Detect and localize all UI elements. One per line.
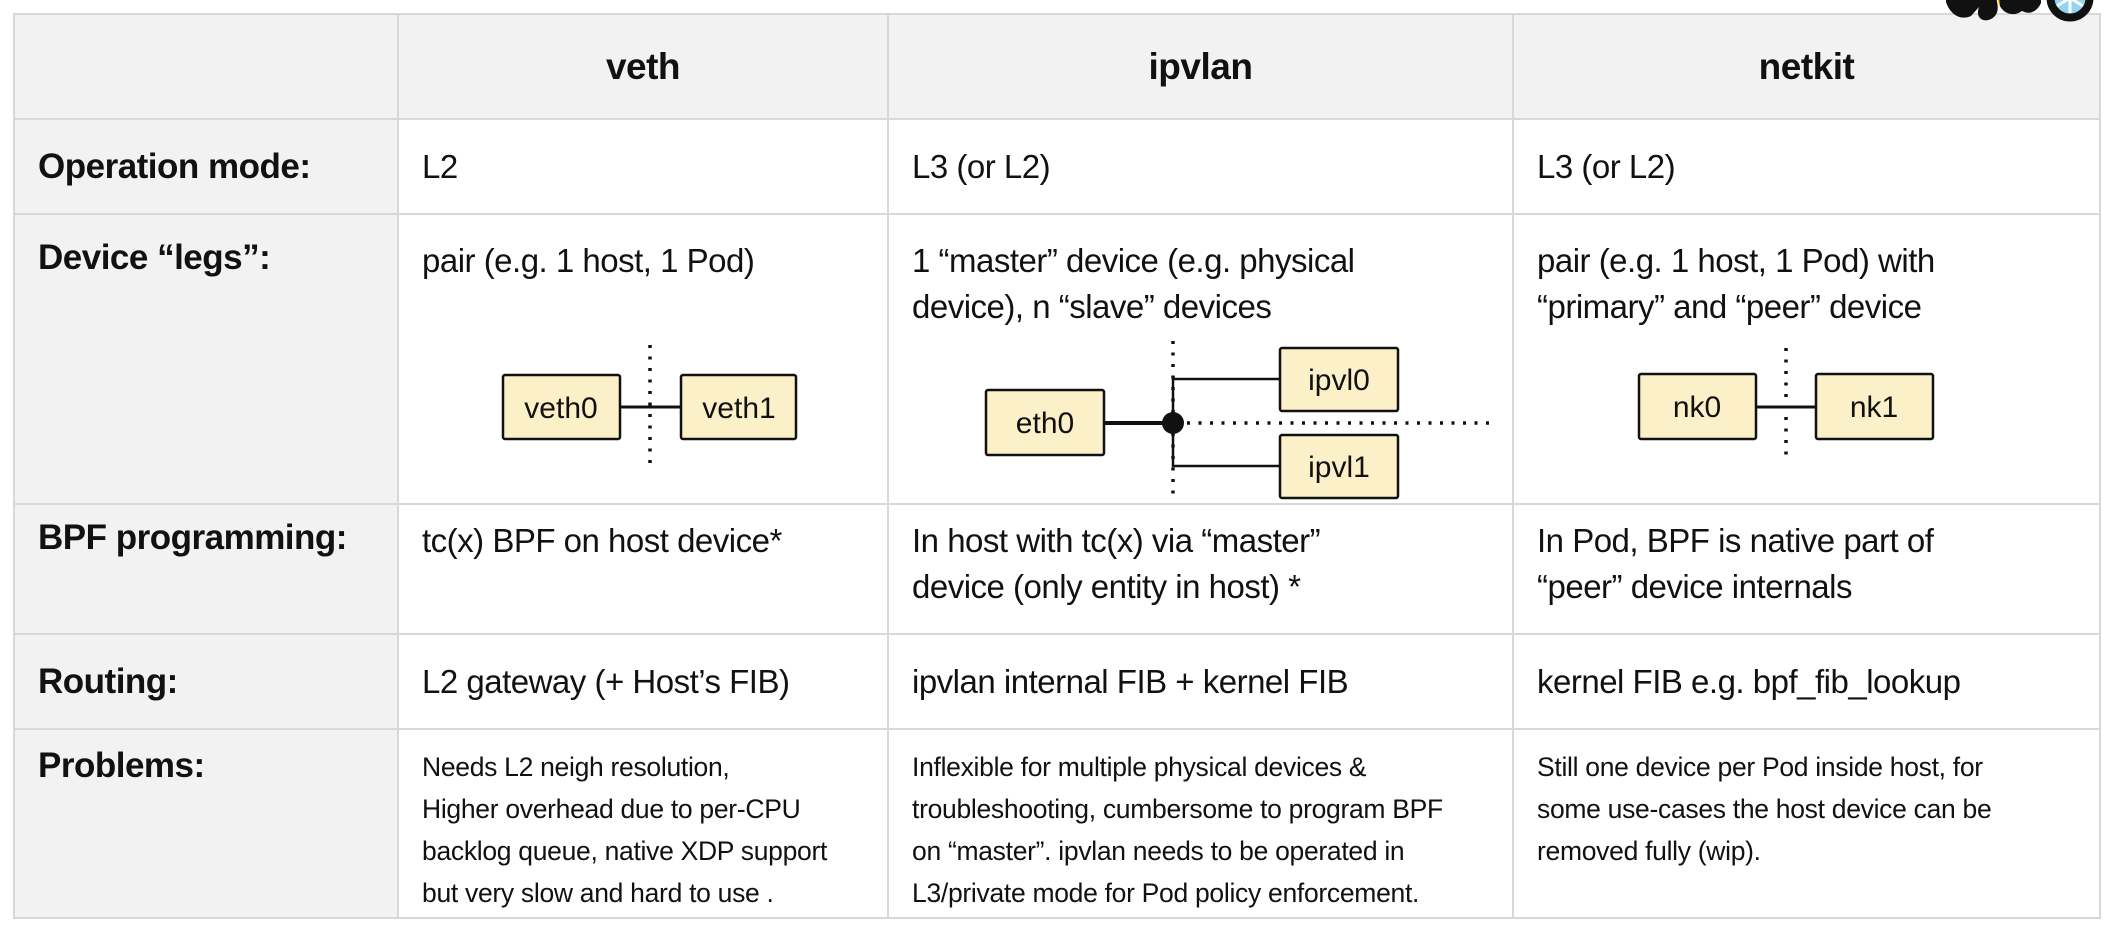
row-label-bpf-programming: BPF programming: bbox=[15, 505, 397, 633]
junction-dot bbox=[1162, 412, 1184, 434]
nk1-label: nk1 bbox=[1850, 391, 1898, 424]
logo-mid-black-shape bbox=[1999, 0, 2041, 15]
logo-fragment bbox=[1944, 0, 2110, 26]
veth1-box bbox=[679, 373, 798, 441]
cell-operation-mode-netkit: L3 (or L2) bbox=[1514, 120, 2099, 213]
device-legs-veth-text: pair (e.g. 1 host, 1 Pod) bbox=[422, 242, 755, 279]
cell-device-legs-veth: pair (e.g. 1 host, 1 Pod) veth0 veth1 bbox=[399, 215, 887, 503]
veth0-box bbox=[501, 373, 622, 441]
slave1-elbow-wire bbox=[1171, 423, 1280, 468]
cell-bpf-netkit: In Pod, BPF is native part of “peer” dev… bbox=[1514, 505, 2099, 633]
veth0-label: veth0 bbox=[524, 392, 597, 425]
logo-left-black-shape bbox=[1946, 0, 1998, 21]
logo-icon bbox=[1946, 0, 2094, 22]
cell-operation-mode-veth: L2 bbox=[399, 120, 887, 213]
logo-globe-divider-r bbox=[2070, 0, 2084, 8]
cell-problems-veth: Needs L2 neigh resolution, Higher overhe… bbox=[399, 730, 887, 917]
device-legs-netkit-text: pair (e.g. 1 host, 1 Pod) with “primary”… bbox=[1537, 242, 1935, 325]
logo-globe-divider-l bbox=[2056, 0, 2070, 8]
ipvl1-box bbox=[1278, 433, 1400, 500]
row-label-problems: Problems: bbox=[15, 730, 397, 917]
header-cell-ipvlan: ipvlan bbox=[889, 15, 1512, 118]
cell-problems-ipvlan: Inflexible for multiple physical devices… bbox=[889, 730, 1512, 917]
row-label-routing: Routing: bbox=[15, 635, 397, 728]
cell-operation-mode-ipvlan: L3 (or L2) bbox=[889, 120, 1512, 213]
cell-problems-netkit: Still one device per Pod inside host, fo… bbox=[1514, 730, 2099, 917]
nk0-label: nk0 bbox=[1673, 391, 1721, 424]
nk1-box bbox=[1814, 372, 1935, 441]
row-label-operation-mode: Operation mode: bbox=[15, 120, 397, 213]
ipvl0-box bbox=[1278, 346, 1400, 413]
cell-device-legs-ipvlan: 1 “master” device (e.g. physical device)… bbox=[889, 215, 1512, 503]
ipvl1-label: ipvl1 bbox=[1308, 451, 1370, 484]
eth0-label: eth0 bbox=[1016, 407, 1074, 440]
header-cell-empty bbox=[15, 15, 397, 118]
row-label-device-legs: Device “legs”: bbox=[15, 215, 397, 503]
ipvl0-label: ipvl0 bbox=[1308, 364, 1370, 397]
device-legs-ipvlan-text: 1 “master” device (e.g. physical device)… bbox=[912, 242, 1355, 325]
logo-globe-ring bbox=[2046, 0, 2094, 22]
header-cell-veth: veth bbox=[399, 15, 887, 118]
cell-routing-veth: L2 gateway (+ Host’s FIB) bbox=[399, 635, 887, 728]
comparison-table: veth ipvlan netkit Operation mode: L2 L3… bbox=[13, 13, 2101, 919]
nk0-box bbox=[1637, 372, 1758, 441]
eth0-box bbox=[984, 388, 1106, 457]
header-cell-netkit: netkit bbox=[1514, 15, 2099, 118]
cell-bpf-ipvlan: In host with tc(x) via “master” device (… bbox=[889, 505, 1512, 633]
veth1-label: veth1 bbox=[702, 392, 775, 425]
cell-bpf-veth: tc(x) BPF on host device* bbox=[399, 505, 887, 633]
cell-routing-ipvlan: ipvlan internal FIB + kernel FIB bbox=[889, 635, 1512, 728]
slave0-elbow-wire bbox=[1171, 377, 1280, 423]
cell-device-legs-netkit: pair (e.g. 1 host, 1 Pod) with “primary”… bbox=[1514, 215, 2099, 503]
cell-routing-netkit: kernel FIB e.g. bpf_fib_lookup bbox=[1514, 635, 2099, 728]
